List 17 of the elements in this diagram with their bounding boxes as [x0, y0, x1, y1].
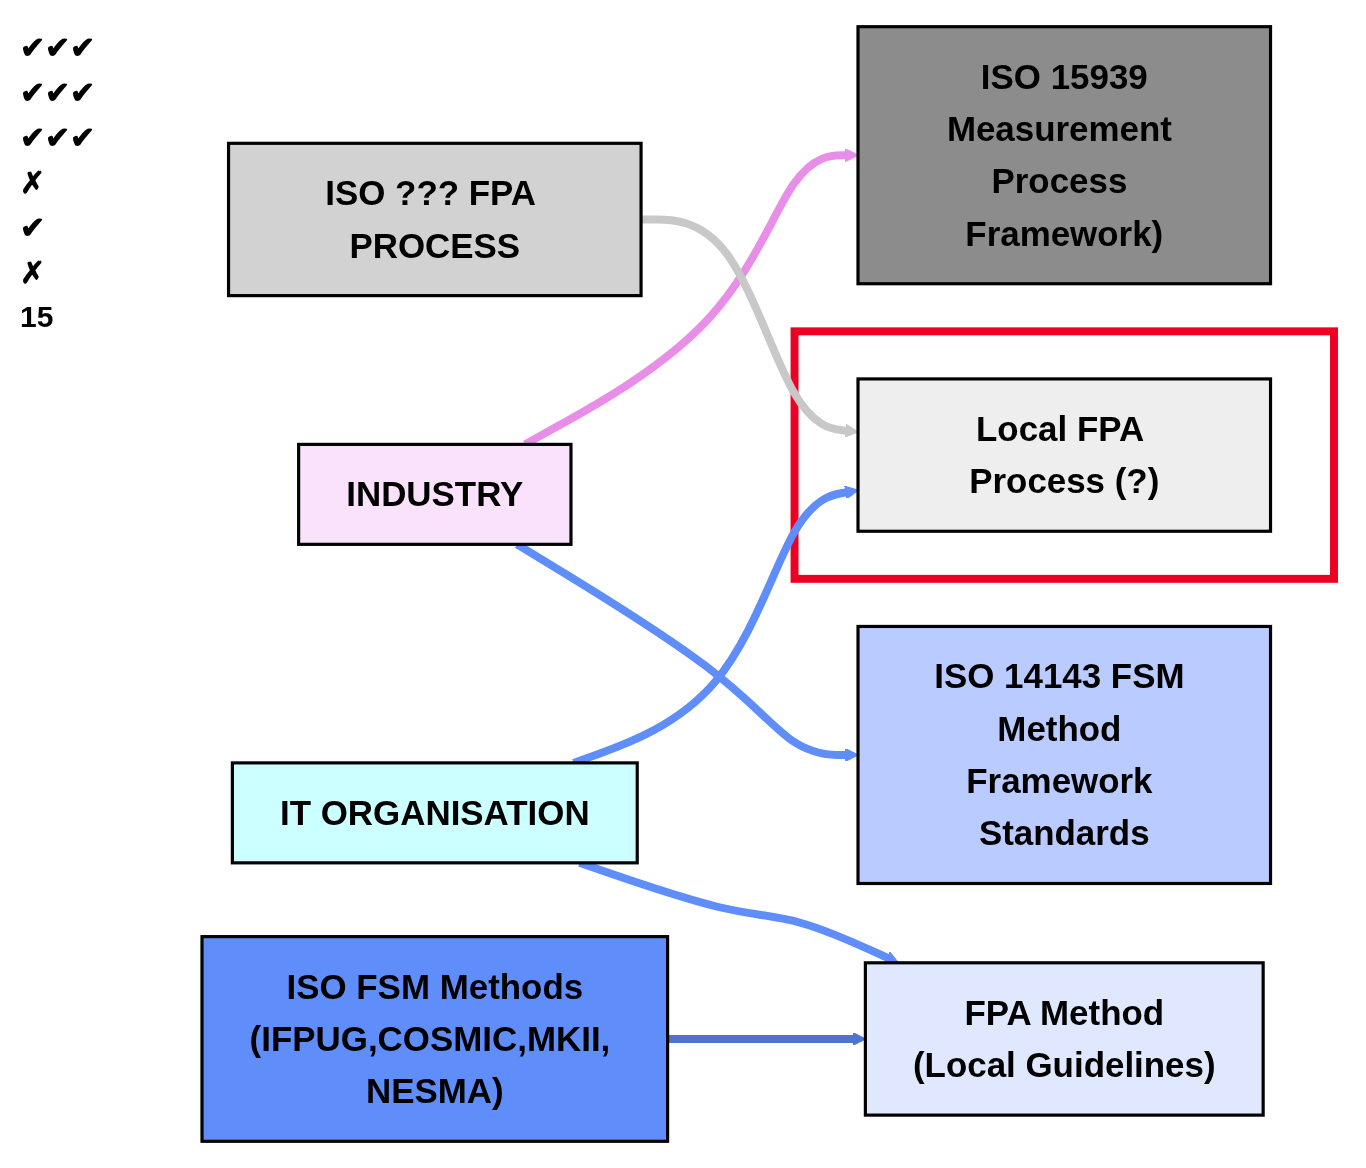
mark-label: ✗	[20, 255, 46, 290]
cluster	[790, 327, 1338, 583]
mark-label: 15	[20, 300, 55, 334]
mark-label: ✗	[20, 165, 46, 200]
node-box: ISO 15939 Measurement Process Framework)	[856, 25, 1273, 286]
mark-label: ✔✔✔	[20, 30, 96, 65]
node-box: ISO 14143 FSM Method Framework Standards	[856, 624, 1273, 886]
node-box: FPA Method (Local Guidelines)	[863, 961, 1265, 1117]
node-box: INDUSTRY	[297, 442, 573, 546]
node-box: ISO FSM Methods (IFPUG,COSMIC,MKII, NESMA)	[200, 935, 670, 1143]
mark-label: ✔	[20, 210, 46, 245]
arrow	[667, 1032, 866, 1046]
mark-label: ✔✔✔	[20, 120, 96, 155]
node-box: IT ORGANISATION	[230, 761, 639, 865]
mark-label: ✔✔✔	[20, 75, 96, 110]
node-box: Local FPA Process (?)	[856, 377, 1273, 533]
node-box: ISO ??? FPA PROCESS	[226, 141, 643, 298]
